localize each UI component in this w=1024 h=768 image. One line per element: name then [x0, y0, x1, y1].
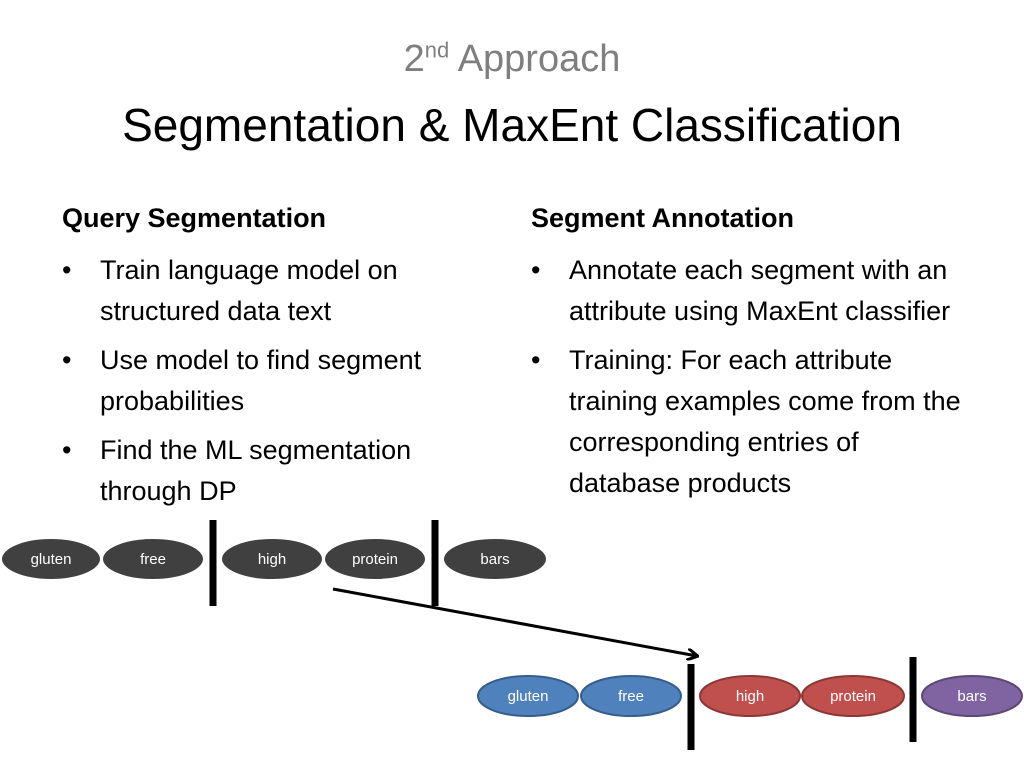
bullet-item: Training: For each attribute training ex…	[531, 340, 971, 504]
token-oval: free	[580, 675, 682, 717]
bottom-token-row: gluten free high protein bars	[477, 657, 1023, 750]
bullet-item: Annotate each segment with an attribute …	[531, 250, 971, 332]
token-label: high	[736, 688, 764, 705]
token-bars	[921, 675, 1023, 717]
token-gluten	[477, 675, 579, 717]
token-label: protein	[830, 688, 876, 705]
token-free	[101, 537, 205, 581]
token-protein	[801, 675, 905, 717]
transition-arrow	[332, 587, 697, 656]
token-bars	[442, 537, 548, 581]
left-column-heading: Query Segmentation	[62, 203, 327, 233]
token-label: gluten	[508, 688, 549, 705]
token-label: gluten	[31, 551, 72, 568]
token-oval: high	[220, 537, 324, 581]
token-oval: protein	[801, 675, 905, 717]
token-free	[580, 675, 682, 717]
token-oval: high	[699, 675, 801, 717]
token-oval: protein	[323, 537, 427, 581]
ordinal-suffix: nd	[424, 37, 450, 63]
bullet-item: Find the ML segmentation through DP	[62, 430, 502, 512]
top-token-row: gluten free high protein bars	[0, 520, 548, 606]
token-label: bars	[957, 688, 986, 705]
token-label: high	[258, 551, 286, 568]
bullet-item: Train language model on structured data …	[62, 250, 502, 332]
right-column-heading: Segment Annotation	[531, 203, 794, 233]
slide-subtitle: 2nd Approach	[403, 37, 621, 80]
slide-title: Segmentation & MaxEnt Classification	[122, 99, 902, 151]
token-oval: bars	[442, 537, 548, 581]
bullet-item: Use model to find segment probabilities	[62, 340, 502, 422]
token-label: free	[618, 688, 644, 705]
token-oval: free	[101, 537, 205, 581]
token-label: free	[140, 551, 166, 568]
token-oval: bars	[921, 675, 1023, 717]
token-label: bars	[480, 551, 509, 568]
token-high	[699, 675, 801, 717]
left-bullet-list: Train language model on structured data …	[62, 250, 502, 520]
token-oval: gluten	[477, 675, 579, 717]
token-protein	[323, 537, 427, 581]
token-label: protein	[352, 551, 398, 568]
right-bullet-list: Annotate each segment with an attribute …	[531, 250, 971, 512]
token-oval: gluten	[0, 537, 102, 581]
